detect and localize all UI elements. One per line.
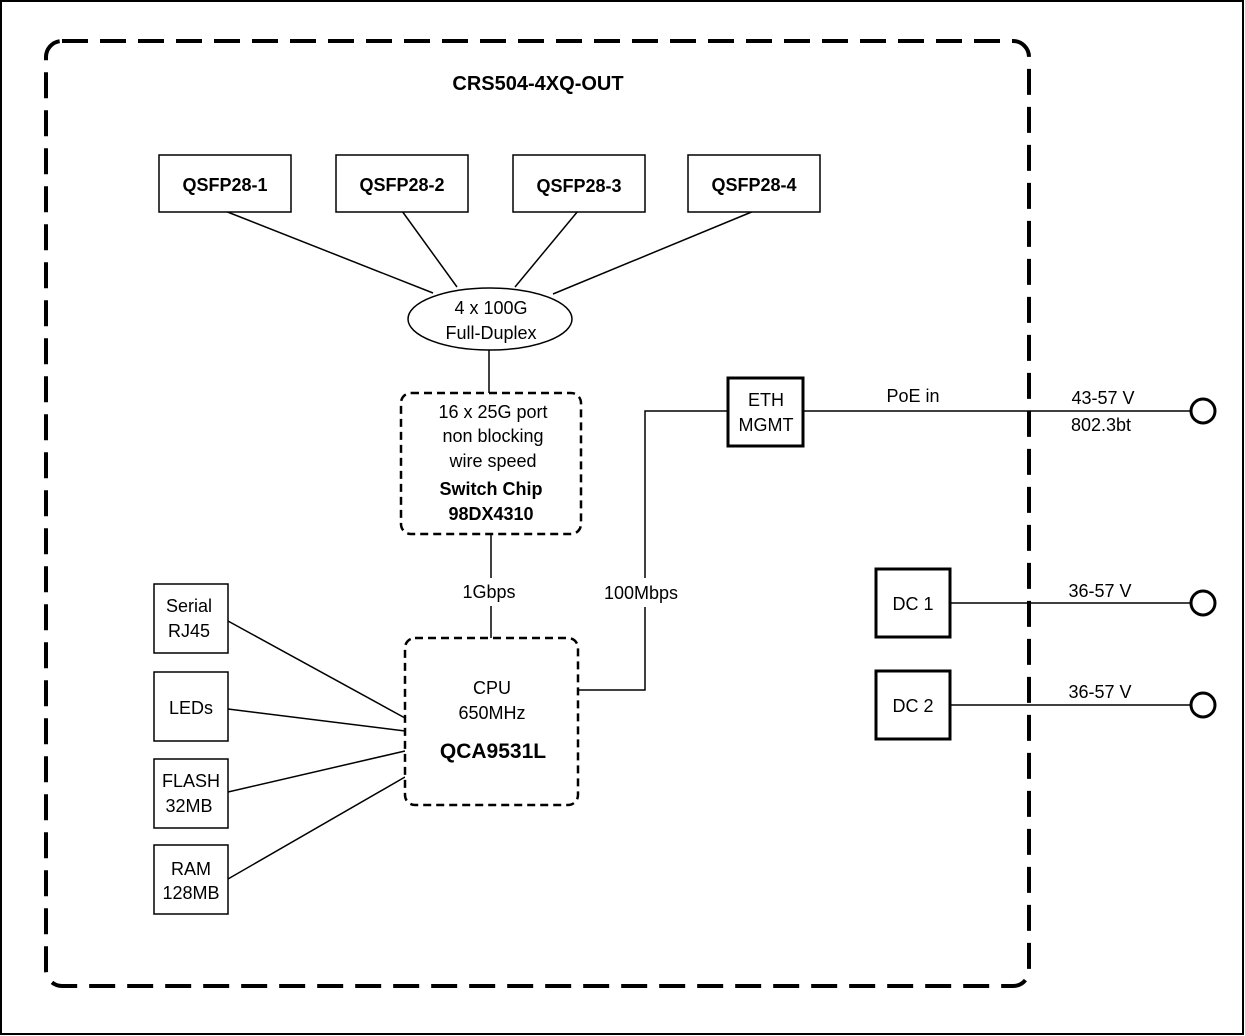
cpu-line1: CPU xyxy=(473,678,511,698)
ram-line2: 128MB xyxy=(162,883,219,903)
link-ram-cpu xyxy=(227,776,406,880)
dc1-label: DC 1 xyxy=(892,594,933,614)
poe-terminal-icon xyxy=(1189,397,1217,425)
switch-chip-model: 98DX4310 xyxy=(448,504,533,524)
dc2-input: DC 2 xyxy=(874,669,952,741)
switch-chip-name: Switch Chip xyxy=(440,479,543,499)
cpu-block: CPU 650MHz QCA9531L xyxy=(403,636,580,807)
link-qsfp1-fabric xyxy=(224,210,434,294)
poe-label: PoE in xyxy=(886,386,939,406)
dc1-terminal-icon xyxy=(1189,589,1217,617)
switch-line2: non blocking xyxy=(442,426,543,446)
serial-line1: Serial xyxy=(166,596,212,616)
fabric-line1: 4 x 100G xyxy=(454,298,527,318)
eth-mgmt-port: ETH MGMT xyxy=(726,376,805,448)
port-qsfp28-1: QSFP28-1 xyxy=(158,154,292,213)
link-flash-cpu xyxy=(227,750,406,793)
poe-standard: 802.3bt xyxy=(1071,415,1131,435)
port-qsfp28-2: QSFP28-2 xyxy=(335,154,469,213)
peripheral-serial: Serial RJ45 xyxy=(153,583,229,654)
link-speed-100mbps: 100Mbps xyxy=(604,583,678,603)
eth-line2: MGMT xyxy=(739,415,794,435)
link-qsfp3-fabric xyxy=(514,210,579,288)
port-label: QSFP28-1 xyxy=(182,175,267,195)
serial-line2: RJ45 xyxy=(168,621,210,641)
link-qsfp4-fabric xyxy=(552,210,755,295)
eth-line1: ETH xyxy=(748,390,784,410)
cpu-line2: 650MHz xyxy=(458,703,525,723)
device-title: CRS504-4XQ-OUT xyxy=(452,73,623,95)
dc2-label: DC 2 xyxy=(892,696,933,716)
switch-line3: wire speed xyxy=(448,451,536,471)
port-qsfp28-3: QSFP28-3 xyxy=(512,154,646,213)
ram-line1: RAM xyxy=(171,859,211,879)
port-label: QSFP28-3 xyxy=(536,176,621,196)
port-label: QSFP28-2 xyxy=(359,175,444,195)
switch-line1: 16 x 25G port xyxy=(438,402,547,422)
link-qsfp2-fabric xyxy=(401,210,458,288)
dc2-voltage: 36-57 V xyxy=(1068,682,1131,702)
device-boundary xyxy=(44,39,1031,988)
link-cpu-eth-upper xyxy=(644,410,728,578)
dc2-terminal-icon xyxy=(1189,691,1217,719)
flash-line2: 32MB xyxy=(165,796,212,816)
peripheral-leds: LEDs xyxy=(153,671,229,742)
cpu-model: QCA9531L xyxy=(440,740,546,763)
peripheral-flash: FLASH 32MB xyxy=(153,758,229,829)
port-qsfp28-4: QSFP28-4 xyxy=(687,154,821,213)
link-leds-cpu xyxy=(227,708,406,732)
fabric-line2: Full-Duplex xyxy=(445,323,536,343)
dc1-input: DC 1 xyxy=(874,567,952,639)
link-serial-cpu xyxy=(227,620,406,719)
peripheral-ram: RAM 128MB xyxy=(153,844,229,915)
link-speed-1gbps: 1Gbps xyxy=(462,582,515,602)
port-label: QSFP28-4 xyxy=(711,175,796,195)
connection-lines xyxy=(224,210,1191,880)
leds-label: LEDs xyxy=(169,698,213,718)
fabric-ellipse: 4 x 100G Full-Duplex xyxy=(407,287,573,351)
switch-chip-block: 16 x 25G port non blocking wire speed Sw… xyxy=(399,391,583,536)
link-cpu-eth-lower xyxy=(578,607,646,691)
poe-voltage: 43-57 V xyxy=(1071,388,1134,408)
flash-line1: FLASH xyxy=(162,771,220,791)
dc1-voltage: 36-57 V xyxy=(1068,581,1131,601)
